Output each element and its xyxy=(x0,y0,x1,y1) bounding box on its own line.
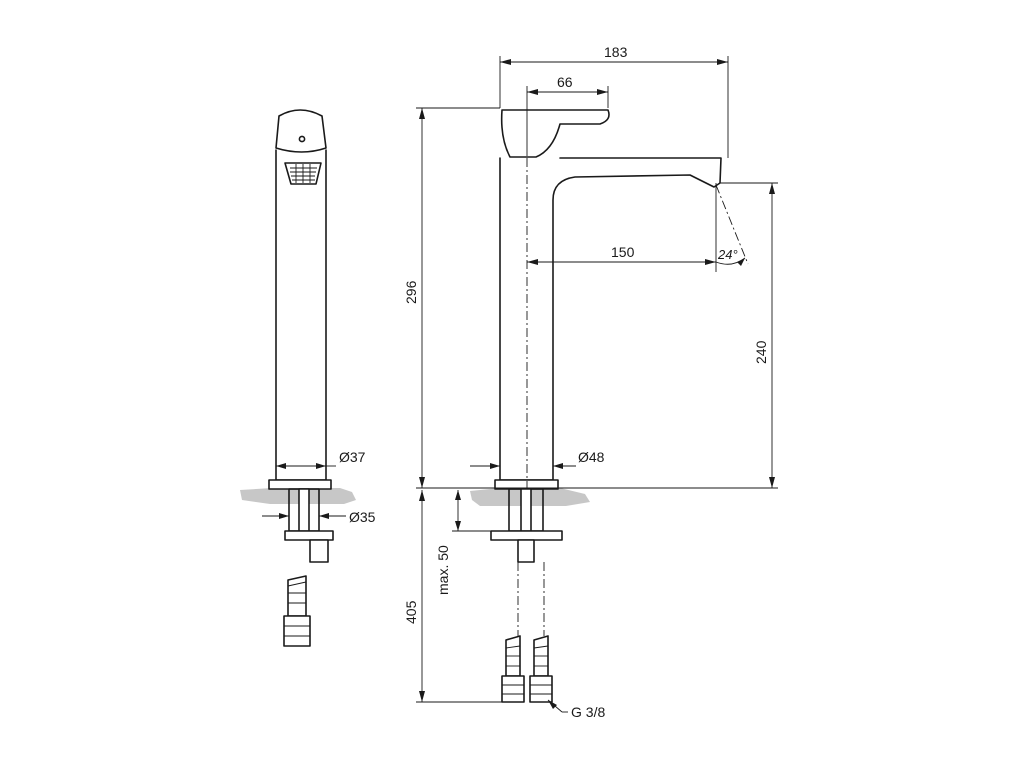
label-max-deck-thickness: max. 50 xyxy=(435,545,451,595)
side-lever-dot xyxy=(298,135,306,143)
side-base-flange xyxy=(268,479,332,490)
side-shank-core xyxy=(298,488,310,532)
front-body-spout xyxy=(499,157,722,481)
label-lever-reach: 66 xyxy=(557,74,573,90)
label-spout-reach: 150 xyxy=(611,244,635,260)
front-hose-left xyxy=(501,635,525,703)
label-hose-length: 405 xyxy=(403,600,419,624)
front-hose-connector xyxy=(517,539,535,563)
side-hose xyxy=(287,575,307,617)
side-lever-handle xyxy=(275,109,327,153)
front-view: 183 66 150 24° 296 240 xyxy=(403,44,778,720)
label-outlet-height: 240 xyxy=(753,340,769,364)
label-spout-angle: 24° xyxy=(717,247,738,262)
side-hose-nut xyxy=(283,615,311,647)
side-body xyxy=(275,149,327,481)
label-overall-reach: 183 xyxy=(604,44,628,60)
front-lever-handle xyxy=(500,109,610,158)
label-thread-size: G 3/8 xyxy=(571,704,605,720)
label-base-diameter-side: Ø35 xyxy=(349,509,376,525)
side-aerator xyxy=(284,162,322,185)
side-hose-connector xyxy=(309,539,329,563)
front-shank-core xyxy=(520,488,532,532)
label-total-height: 296 xyxy=(403,280,419,304)
label-body-diameter-side: Ø37 xyxy=(339,449,366,465)
side-view: Ø37 Ø35 xyxy=(240,109,376,647)
front-hose-right xyxy=(529,635,553,703)
side-countertop xyxy=(240,488,356,504)
side-mounting-nut xyxy=(284,530,334,541)
front-mounting-nut xyxy=(490,530,563,541)
label-body-diameter-front: Ø48 xyxy=(578,449,605,465)
side-aerator-mesh xyxy=(290,164,317,183)
